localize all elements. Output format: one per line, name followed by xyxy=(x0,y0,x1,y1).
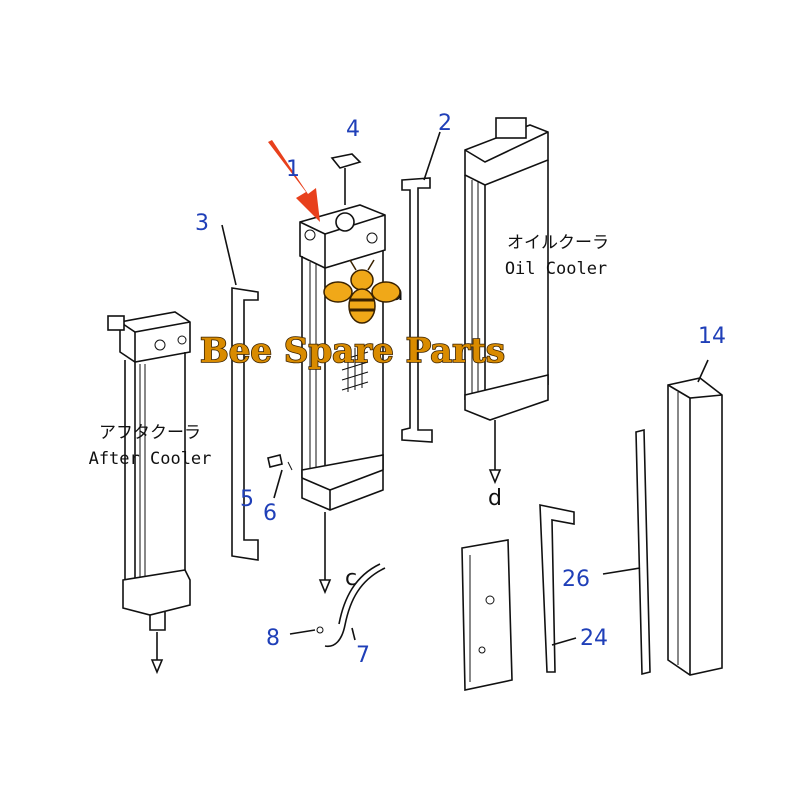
highlight-arrow xyxy=(268,140,320,222)
hose-part-3 xyxy=(221,224,259,561)
bee-logo xyxy=(323,259,401,324)
strip-part-26 xyxy=(602,428,651,676)
after-cooler-label-jp: アフタクーラ xyxy=(99,423,201,443)
hose-part-2 xyxy=(401,131,441,443)
part-number-26: 26 xyxy=(562,567,590,592)
after-cooler-label-en: After Cooler xyxy=(89,449,212,469)
radiator-drawing xyxy=(299,153,386,595)
part-number-8: 8 xyxy=(266,626,280,651)
part-number-7: 7 xyxy=(356,643,370,668)
hose-part-24 xyxy=(539,504,577,673)
oil-cooler-label-jp: オイルクーラ xyxy=(507,233,609,253)
plug-part-8 xyxy=(289,626,324,635)
clip-part-6 xyxy=(267,454,293,499)
part-number-3: 3 xyxy=(195,211,209,236)
watermark-text: Bee Spare Parts xyxy=(200,331,505,371)
part-number-6: 6 xyxy=(263,501,277,526)
oil-cooler-label-en: Oil Cooler xyxy=(505,259,607,279)
part-number-2: 2 xyxy=(438,111,452,136)
part-number-1: 1 xyxy=(286,157,300,182)
part-number-14: 14 xyxy=(698,324,726,349)
part-number-24: 24 xyxy=(580,626,608,651)
after-cooler-drawing xyxy=(107,311,191,675)
ref-letter-c: c xyxy=(345,566,357,591)
hose-part-7 xyxy=(324,563,386,648)
part-number-4: 4 xyxy=(346,117,360,142)
bracket-drawing xyxy=(461,539,513,691)
ref-letter-d: d xyxy=(488,486,502,511)
part-number-5: 5 xyxy=(240,487,254,512)
oil-cooler-drawing xyxy=(464,117,549,485)
frame-part-14 xyxy=(667,359,723,676)
